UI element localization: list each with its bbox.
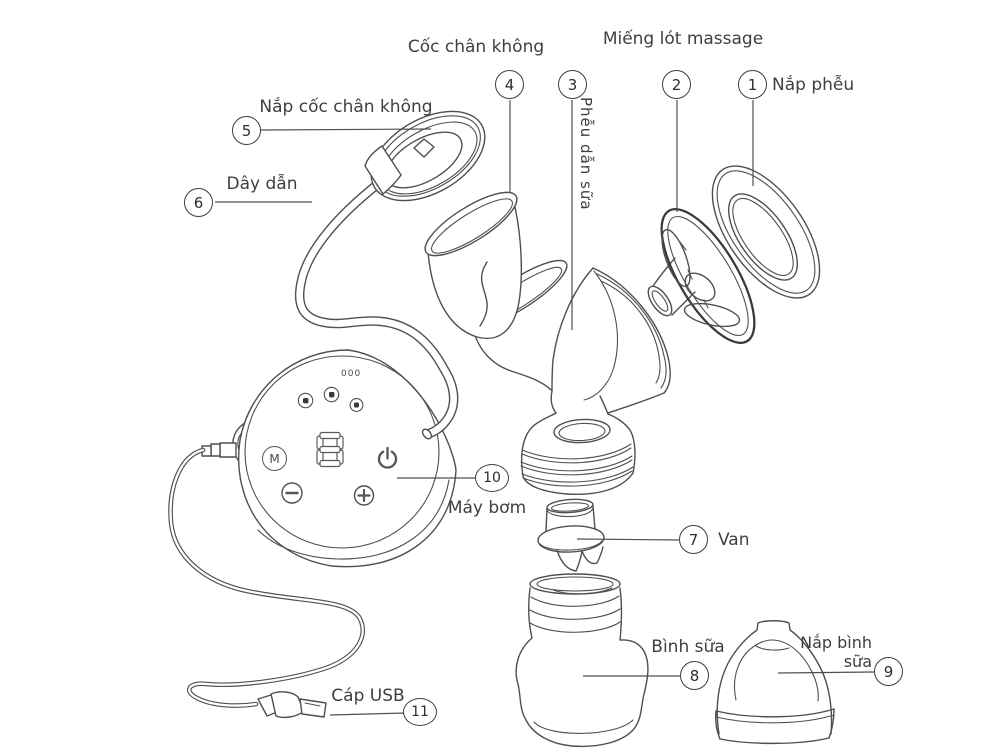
callout-circle-2: 2 xyxy=(662,70,691,99)
part-vacuum-cup xyxy=(424,191,523,340)
callout-number: 7 xyxy=(688,530,699,549)
callout-number: 1 xyxy=(747,75,758,94)
label-milk-funnel: Phễu dẫn sữa xyxy=(577,97,595,211)
label-pump: Máy bơm xyxy=(447,498,527,518)
callout-circle-11: 11 xyxy=(403,698,437,726)
callout-circle-6: 6 xyxy=(184,188,213,217)
minus-button xyxy=(281,482,303,504)
indicator-leds xyxy=(297,386,364,412)
label-vacuum-cup: Cốc chân không xyxy=(407,37,545,57)
callout-number: 3 xyxy=(567,75,578,94)
power-icon xyxy=(377,446,398,469)
plus-button xyxy=(353,485,375,506)
label-funnel-cover: Nắp phễu xyxy=(772,75,855,95)
part-usb-cable xyxy=(168,442,365,719)
part-funnel-cover xyxy=(711,165,821,299)
part-massage-cushion xyxy=(647,208,756,344)
callout-circle-4: 4 xyxy=(495,70,524,99)
label-tube: Dây dẫn xyxy=(226,174,298,194)
callout-number: 8 xyxy=(689,666,700,685)
part-tube xyxy=(295,180,459,440)
digital-display xyxy=(316,431,344,468)
callout-circle-1: 1 xyxy=(738,70,767,99)
part-milk-bottle xyxy=(515,573,649,748)
part-vacuum-cup-lid xyxy=(364,110,486,202)
part-valve xyxy=(537,498,605,572)
battery-indicator-text: 000 xyxy=(341,369,362,379)
callout-circle-7: 7 xyxy=(679,525,708,554)
label-valve: Van xyxy=(718,530,750,550)
callout-number: 6 xyxy=(193,193,204,212)
callout-circle-10: 10 xyxy=(475,464,509,492)
callout-lines xyxy=(215,100,875,716)
label-massage-cushion: Miếng lót massage xyxy=(602,29,764,49)
callout-circle-8: 8 xyxy=(680,661,709,690)
part-pump xyxy=(232,349,457,568)
callout-circle-5: 5 xyxy=(232,116,261,145)
label-milk-bottle: Bình sữa xyxy=(651,637,725,657)
label-usb-cable: Cáp USB xyxy=(331,686,405,706)
callout-circle-3: 3 xyxy=(558,70,587,99)
callout-number: 10 xyxy=(483,470,501,486)
callout-number: 9 xyxy=(883,662,894,681)
callout-number: 5 xyxy=(241,121,252,140)
label-bottle-cap: Nắp bình sữa xyxy=(800,633,872,671)
label-vacuum-cup-lid: Nắp cốc chân không xyxy=(259,97,433,117)
callout-number: 4 xyxy=(504,75,515,94)
callout-number: 2 xyxy=(671,75,682,94)
callout-number: 11 xyxy=(411,704,429,720)
mode-button: M xyxy=(262,446,287,471)
callout-circle-9: 9 xyxy=(874,657,903,686)
